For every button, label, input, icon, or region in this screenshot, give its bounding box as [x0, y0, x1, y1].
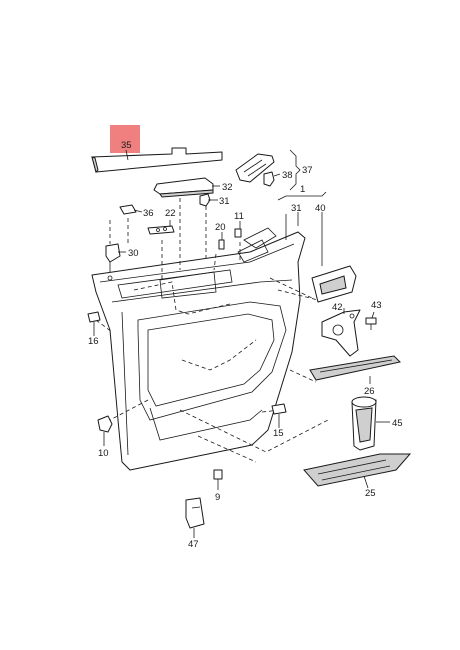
callout-35: 35	[121, 140, 132, 151]
trim-strip-26-part	[309, 355, 402, 381]
upper-trim-strip-part	[91, 147, 223, 173]
door-trim-panel-part	[91, 227, 306, 471]
callout-31-lower: 31	[291, 203, 302, 214]
screw-16-part	[87, 311, 101, 330]
callout-47: 47	[188, 539, 199, 550]
screw-20-part	[218, 239, 225, 250]
callout-37: 37	[302, 165, 313, 176]
callout-11: 11	[234, 211, 244, 222]
callout-31-upper: 31	[219, 196, 230, 207]
callout-42: 42	[332, 302, 343, 313]
callout-38: 38	[282, 170, 293, 181]
clip-31-part	[199, 193, 211, 207]
screw-15-part	[271, 403, 287, 422]
pocket-liner-part	[303, 453, 412, 487]
cup-insert-part	[351, 396, 377, 451]
callout-25: 25	[365, 488, 376, 499]
callout-40: 40	[315, 203, 326, 214]
leader-lines	[93, 149, 390, 538]
clip-10-part	[97, 415, 113, 433]
clip-38-part	[263, 171, 275, 187]
callout-labels: 35 32 31 36 22 37 38 1 31 40 11 20 30 42…	[88, 140, 403, 550]
handle-bezel-part	[311, 265, 357, 303]
callout-10: 10	[98, 448, 109, 459]
callout-highlight-35	[110, 125, 140, 153]
screw-11-part	[234, 228, 242, 238]
callout-9: 9	[215, 492, 220, 503]
callout-45: 45	[392, 418, 403, 429]
callout-15: 15	[273, 428, 284, 439]
handle-cover-part	[153, 177, 214, 198]
callout-30: 30	[128, 248, 139, 259]
callout-43: 43	[371, 300, 382, 311]
callout-26: 26	[364, 386, 375, 397]
screw-9-part	[213, 469, 223, 480]
alignment-dashes	[95, 198, 329, 463]
callout-20: 20	[215, 222, 226, 233]
bracket-22-part	[147, 225, 175, 235]
clip-47-part	[185, 497, 205, 529]
screw-43-part	[365, 317, 377, 330]
clip-36-part	[119, 204, 137, 215]
clip-30-part	[105, 243, 121, 272]
callout-36: 36	[143, 208, 154, 219]
callout-22: 22	[165, 208, 176, 219]
bracket-42-part	[321, 309, 361, 357]
callout-32: 32	[222, 182, 233, 193]
switch-panel-part	[235, 153, 275, 183]
callout-1: 1	[300, 184, 305, 195]
callout-16: 16	[88, 336, 99, 347]
